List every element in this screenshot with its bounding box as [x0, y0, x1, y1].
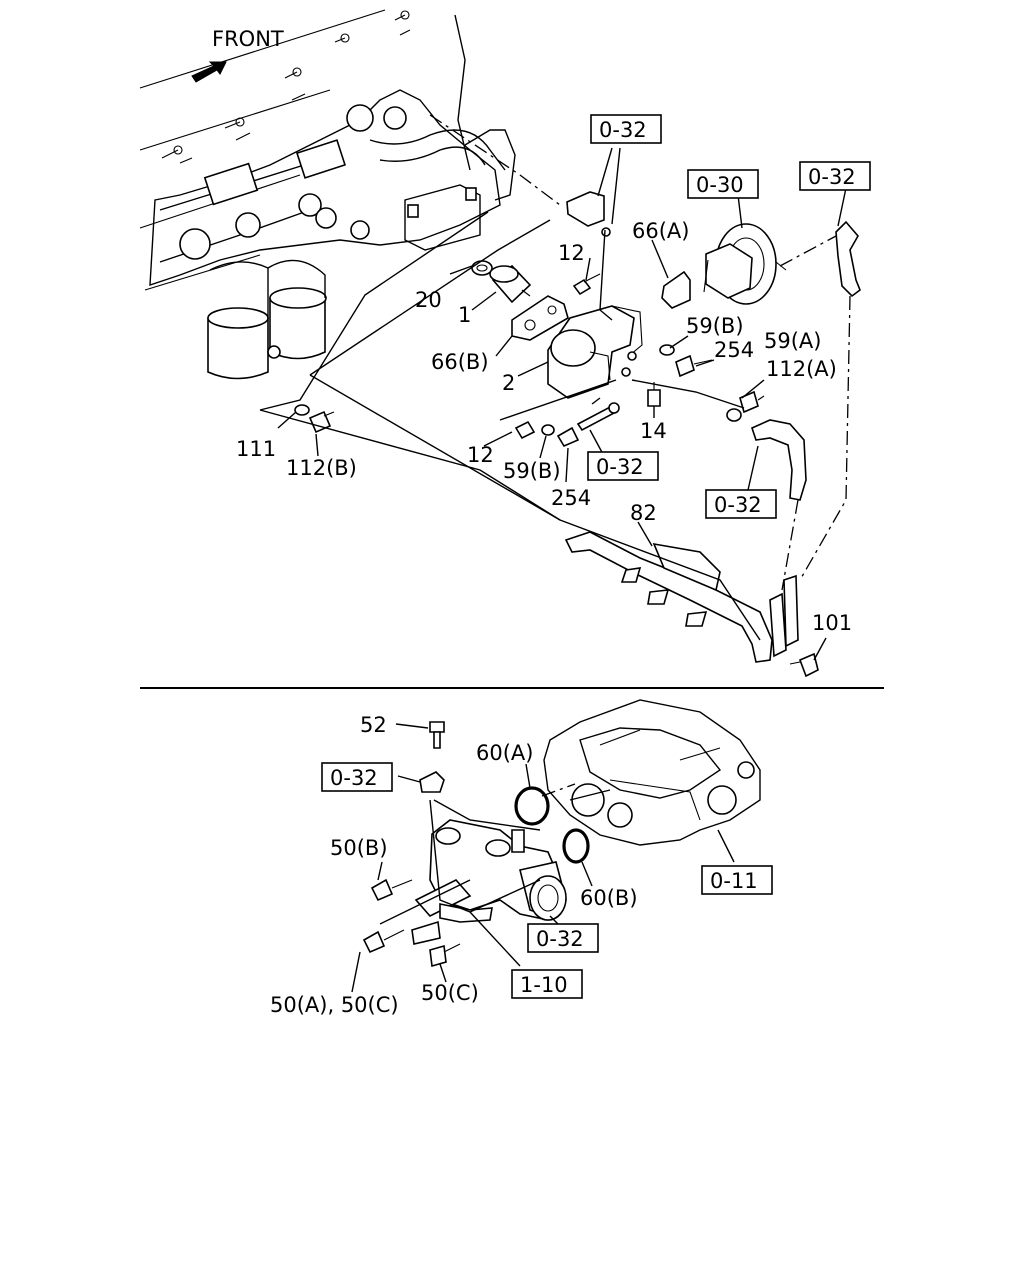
ref-box-label: 0-11	[710, 869, 758, 893]
callout-12-lower: 12	[467, 443, 494, 467]
front-direction-indicator: FRONT	[191, 27, 284, 83]
front-arrow-icon	[191, 61, 227, 83]
callout-12-upper: 12	[558, 241, 585, 265]
callout-112a: 112(A)	[766, 357, 837, 381]
reference-boxes: 0-32 0-30 0-32 0-32 0-32 0-32 0-11 0-32	[321, 114, 871, 999]
ref-box-label: 0-32	[599, 118, 647, 142]
callout-50c: 50(C)	[421, 981, 479, 1005]
ref-box-label: 0-32	[596, 455, 644, 479]
ref-box-0-32-top: 0-32	[590, 114, 662, 144]
ref-box-label: 0-32	[536, 927, 584, 951]
callout-59b-lower: 59(B)	[503, 459, 561, 483]
callout-66b: 66(B)	[431, 350, 489, 374]
ref-box-0-11: 0-11	[701, 865, 773, 895]
callout-14: 14	[640, 419, 667, 443]
callout-20: 20	[415, 288, 442, 312]
callout-59a: 59(A)	[764, 329, 821, 353]
ref-box-0-30: 0-30	[687, 169, 759, 199]
engine-block-drawing	[139, 9, 506, 380]
ref-box-0-32-right: 0-32	[799, 161, 871, 191]
callout-254-upper: 254	[714, 338, 754, 362]
ref-box-1-10: 1-10	[511, 969, 583, 999]
callout-2: 2	[502, 371, 515, 395]
callout-111: 111	[236, 437, 276, 461]
callout-labels: 20 1 12 66(A) 66(B) 2 59(B) 254 59(A) 11…	[236, 219, 852, 1017]
callout-82: 82	[630, 501, 657, 525]
callout-50b: 50(B)	[330, 836, 388, 860]
callout-52: 52	[360, 713, 387, 737]
callout-66a: 66(A)	[632, 219, 689, 243]
ref-box-0-32-middle: 0-32	[587, 451, 659, 481]
callout-112b: 112(B)	[286, 456, 357, 480]
callout-1: 1	[458, 303, 471, 327]
ref-box-0-32-hose: 0-32	[705, 489, 777, 519]
callout-60b: 60(B)	[580, 886, 638, 910]
callout-60a: 60(A)	[476, 741, 533, 765]
top-leader-lines	[259, 147, 847, 661]
ref-box-label: 0-32	[330, 766, 378, 790]
water-pump-housing-drawing	[362, 699, 761, 968]
ref-box-label: 0-30	[696, 173, 744, 197]
ref-box-label: 0-32	[714, 493, 762, 517]
callout-254-lower: 254	[551, 486, 591, 510]
ref-box-label: 1-10	[520, 973, 568, 997]
callout-50ac: 50(A), 50(C)	[270, 993, 399, 1017]
front-label: FRONT	[212, 27, 284, 51]
callout-101: 101	[812, 611, 852, 635]
callout-59b-upper: 59(B)	[686, 314, 744, 338]
bottom-leader-lines	[351, 723, 735, 993]
ref-box-0-32-bracket: 0-32	[321, 762, 393, 792]
thermostat-assembly-drawing	[294, 114, 861, 678]
ref-box-label: 0-32	[808, 165, 856, 189]
ref-box-0-32-housing: 0-32	[527, 923, 599, 953]
